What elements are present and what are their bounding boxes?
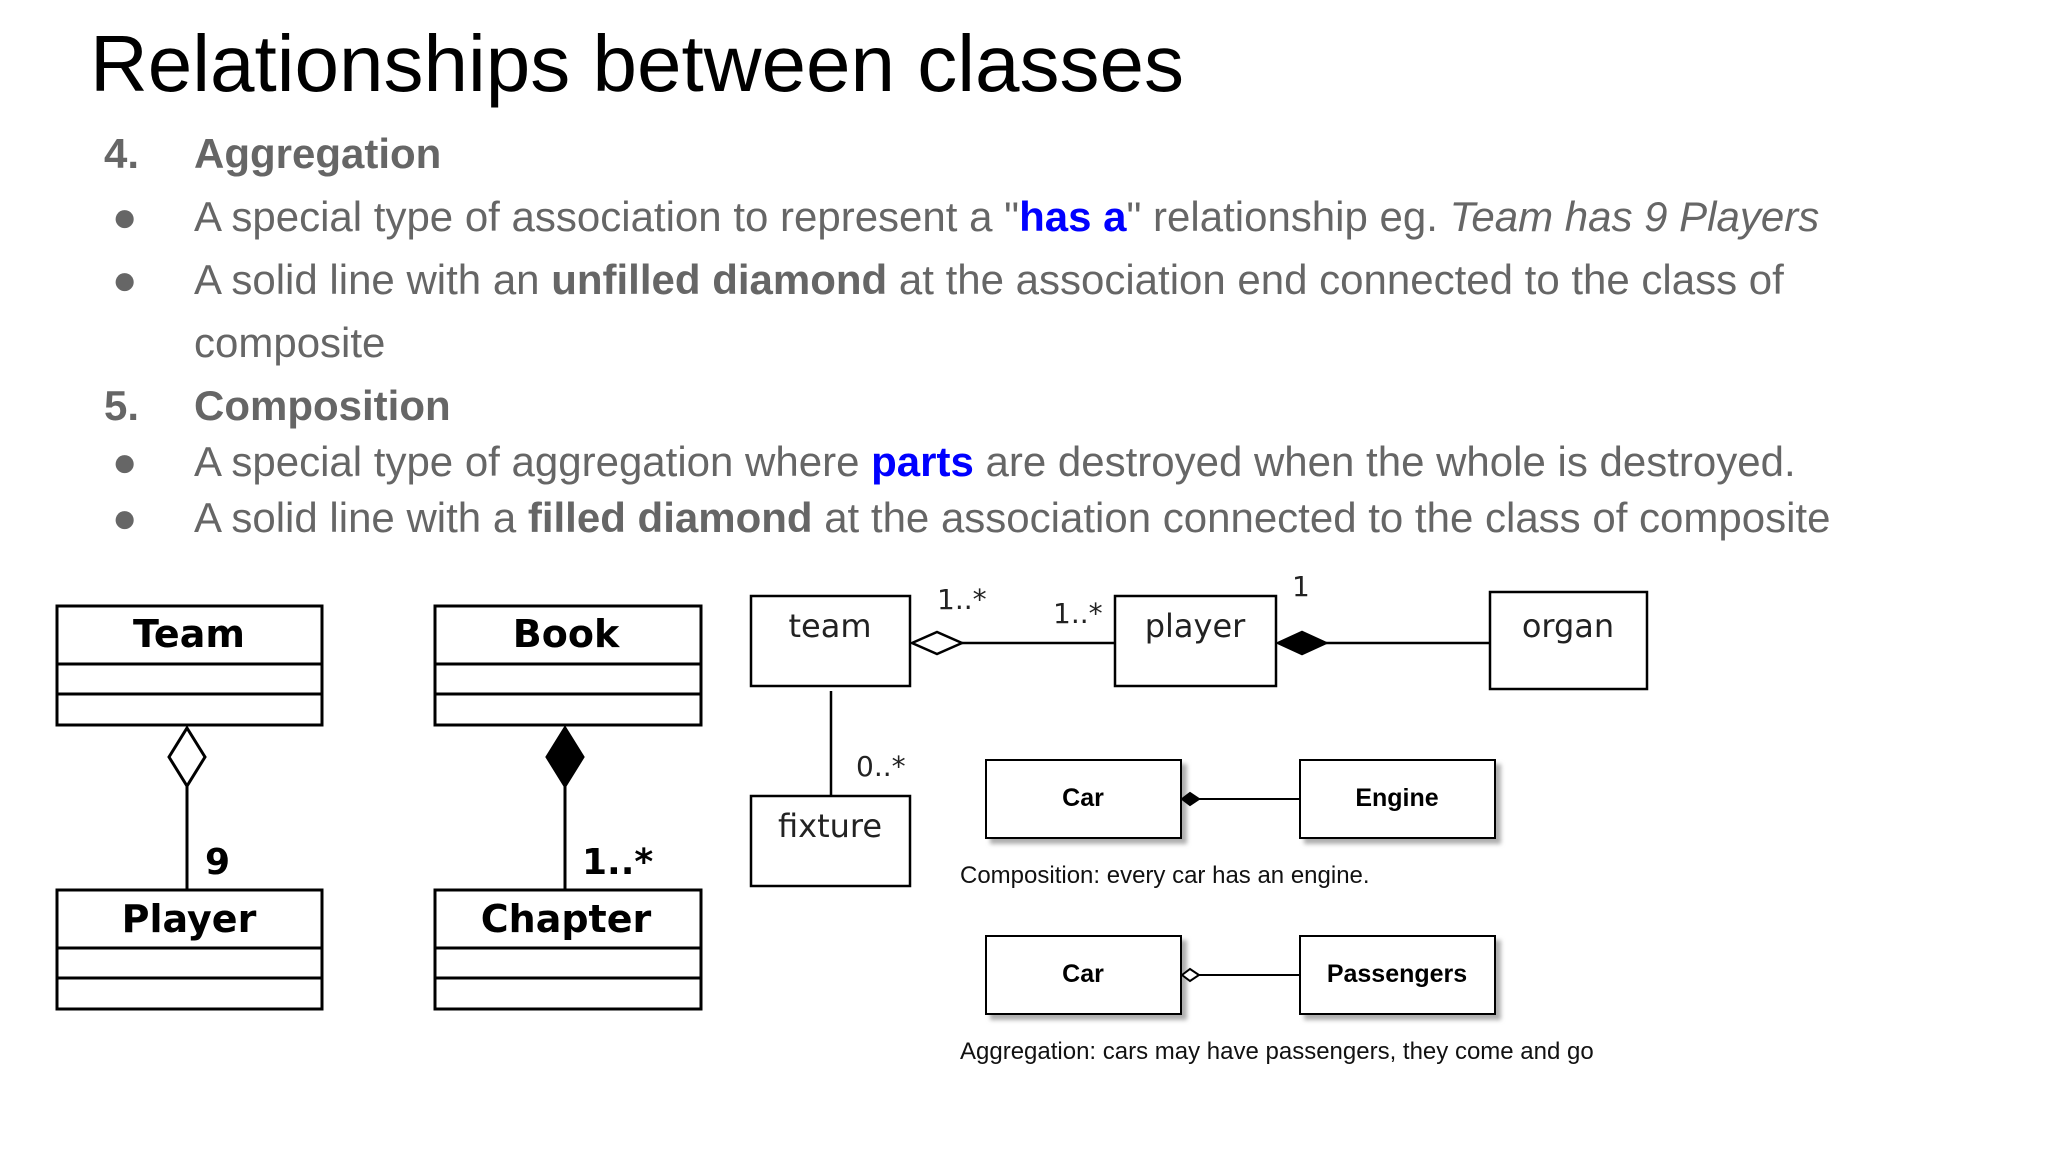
- bullet-text: A special type of aggregation where part…: [194, 438, 1796, 485]
- slide-title: Relationships between classes: [90, 19, 1184, 108]
- bullet-text: A solid line with an unfilled diamond at…: [194, 256, 1784, 303]
- bullet-text: A special type of association to represe…: [194, 193, 1820, 240]
- diagram-book-chapter: [433, 604, 703, 1011]
- multiplicity-label: 0..*: [856, 750, 906, 783]
- class-name-car: Car: [1062, 784, 1104, 812]
- class-name-team: Team: [133, 612, 245, 656]
- diagram-car-passengers: [985, 935, 1496, 1015]
- filled-diamond-icon: [545, 725, 585, 789]
- bullet-icon: ●: [112, 494, 138, 541]
- class-box-organ: [1488, 590, 1649, 691]
- class-name-book: Book: [513, 612, 620, 656]
- example-text: Team has 9 Players: [1449, 193, 1820, 240]
- bullet-text: A solid line with a filled diamond at th…: [194, 494, 1831, 541]
- filled-diamond-icon: [1180, 791, 1201, 807]
- item-number: 4.: [104, 130, 140, 177]
- class-name-fixture: fixture: [778, 807, 882, 845]
- unfilled-diamond-icon: [908, 630, 966, 656]
- emphasis-filled-diamond: filled diamond: [527, 494, 813, 541]
- class-name-passengers: Passengers: [1327, 960, 1467, 988]
- class-name-player: Player: [122, 897, 257, 941]
- multiplicity-label: 1..*: [1053, 597, 1103, 630]
- item-heading: Composition: [194, 382, 451, 429]
- item-number: 5.: [104, 382, 140, 429]
- unfilled-diamond-icon: [1180, 967, 1201, 983]
- filled-diamond-icon: [1274, 630, 1330, 656]
- class-box-team: [749, 594, 912, 688]
- item-heading: Aggregation: [194, 130, 442, 177]
- diagram-car-engine: [985, 759, 1496, 839]
- class-name-engine: Engine: [1355, 784, 1438, 812]
- emphasis-unfilled-diamond: unfilled diamond: [551, 256, 888, 303]
- class-name-player: player: [1145, 607, 1246, 645]
- class-name-team: team: [788, 607, 871, 645]
- diagram-caption: Aggregation: cars may have passengers, t…: [960, 1038, 1594, 1065]
- multiplicity-label: 1: [1292, 570, 1310, 603]
- highlight-parts: parts: [871, 438, 974, 485]
- highlight-has-a: has a: [1019, 193, 1127, 240]
- bullet-icon: ●: [112, 438, 138, 485]
- multiplicity-label: 1..*: [937, 583, 987, 616]
- unfilled-diamond-icon: [167, 725, 207, 789]
- class-box-car: [985, 935, 1182, 1015]
- bullet-icon: ●: [112, 193, 138, 240]
- multiplicity-label: 1..*: [582, 842, 653, 883]
- class-name-chapter: Chapter: [481, 897, 652, 941]
- class-box-engine: [1299, 759, 1496, 839]
- class-box-car: [985, 759, 1182, 839]
- multiplicity-label: 9: [205, 842, 230, 883]
- class-box-passengers: [1299, 935, 1496, 1015]
- diagram-caption: Composition: every car has an engine.: [960, 862, 1370, 889]
- bullet-icon: ●: [112, 256, 138, 303]
- class-box-fixture: [749, 794, 912, 888]
- class-name-organ: organ: [1522, 607, 1614, 645]
- bullet-text-continued: composite: [194, 319, 386, 366]
- class-name-car: Car: [1062, 960, 1104, 988]
- diagram-team-player: [55, 604, 324, 1011]
- diagram-team-player-organ: [749, 590, 1649, 888]
- class-box-player: [1113, 594, 1278, 688]
